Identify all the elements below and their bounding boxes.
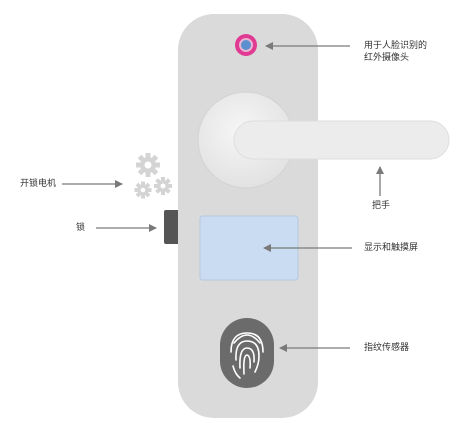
fingerprint-icon bbox=[230, 332, 264, 379]
handle-lever bbox=[233, 120, 450, 160]
fingerprint-label: 指纹传感器 bbox=[364, 343, 410, 353]
camera-icon bbox=[235, 34, 257, 56]
motor-label: 开锁电机 bbox=[20, 179, 57, 189]
handle-label: 把手 bbox=[372, 201, 391, 211]
lock-label: 锁 bbox=[76, 223, 86, 233]
camera-label-line1: 用于人脸识别的 bbox=[364, 41, 428, 51]
gear-icon bbox=[134, 153, 172, 199]
display-label: 显示和触摸屏 bbox=[364, 243, 419, 253]
lock-bolt bbox=[164, 210, 182, 244]
camera-label-line2: 红外摄像头 bbox=[364, 53, 410, 63]
camera-label: 用于人脸识别的 红外摄像头 bbox=[364, 40, 427, 64]
fingerprint-sensor bbox=[220, 318, 274, 388]
